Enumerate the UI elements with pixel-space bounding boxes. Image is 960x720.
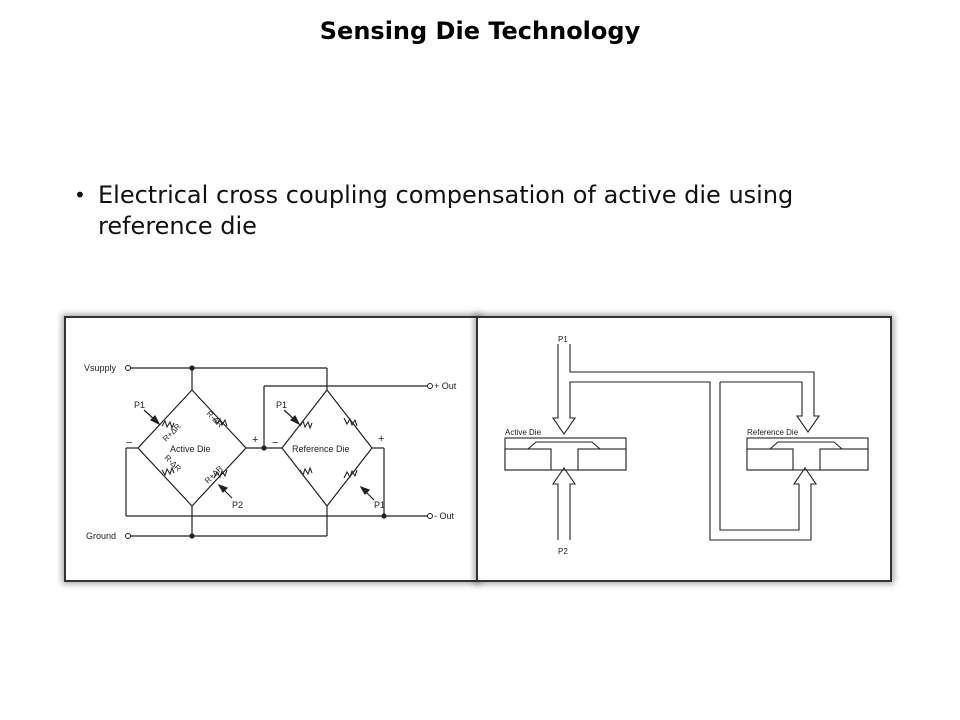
junction-dot	[381, 513, 387, 519]
plus-out-terminal	[427, 383, 433, 389]
ground-label: Ground	[86, 531, 116, 541]
vsupply-terminal	[125, 365, 131, 371]
resistor	[213, 469, 228, 479]
p2-label: P2	[232, 500, 243, 510]
resistor	[343, 469, 358, 479]
pressure-port-diagram-panel: P1 P2 Active Die Reference Die	[476, 316, 892, 582]
active-die-label: Active Die	[170, 444, 211, 454]
plus-sign: +	[378, 433, 384, 445]
slide-title: Sensing Die Technology	[319, 17, 641, 45]
vsupply-label: Vsupply	[84, 363, 117, 373]
p2-label: P2	[558, 547, 568, 556]
ground-terminal	[125, 533, 131, 539]
circuit-diagram-panel: Vsupply Ground + Out - Out Active Die Re…	[64, 316, 479, 582]
bullet-text: Electrical cross coupling compensation o…	[98, 181, 794, 240]
minus-sign: −	[126, 437, 132, 449]
resistor	[161, 466, 175, 477]
pressure-port-diagram: P1 P2 Active Die Reference Die	[504, 335, 869, 556]
plus-sign: +	[252, 434, 258, 446]
resistor-label: R-ΔR	[205, 409, 225, 429]
p1-label: P1	[558, 335, 568, 344]
resistor	[299, 419, 313, 430]
bullet-item: • Electrical cross coupling compensation…	[74, 180, 894, 242]
minus-sign: −	[272, 437, 278, 449]
p1-channel-outer	[551, 344, 818, 541]
bullet-icon: •	[74, 183, 86, 207]
plus-out-label: + Out	[434, 381, 457, 391]
reference-die-label: Reference Die	[292, 444, 350, 454]
resistor-label: R+ΔR	[161, 422, 183, 444]
p1-label: P1	[276, 400, 287, 410]
p1-label: P1	[374, 500, 385, 510]
circuit-diagram: Vsupply Ground + Out - Out Active Die Re…	[84, 363, 457, 541]
minus-out-label: - Out	[434, 511, 455, 521]
junction-dot	[189, 533, 195, 539]
resistor	[161, 419, 175, 430]
active-die-label: Active Die	[505, 428, 542, 437]
reference-die-label: Reference Die	[747, 428, 799, 437]
resistor	[213, 417, 228, 427]
p1-label: P1	[134, 400, 145, 410]
minus-out-terminal	[427, 513, 433, 519]
p2-arrow	[551, 467, 577, 540]
resistor	[343, 417, 358, 427]
junction-dot	[189, 365, 195, 371]
junction-dot	[261, 445, 267, 451]
resistor	[299, 466, 313, 477]
p1-channel-branch	[569, 344, 821, 433]
